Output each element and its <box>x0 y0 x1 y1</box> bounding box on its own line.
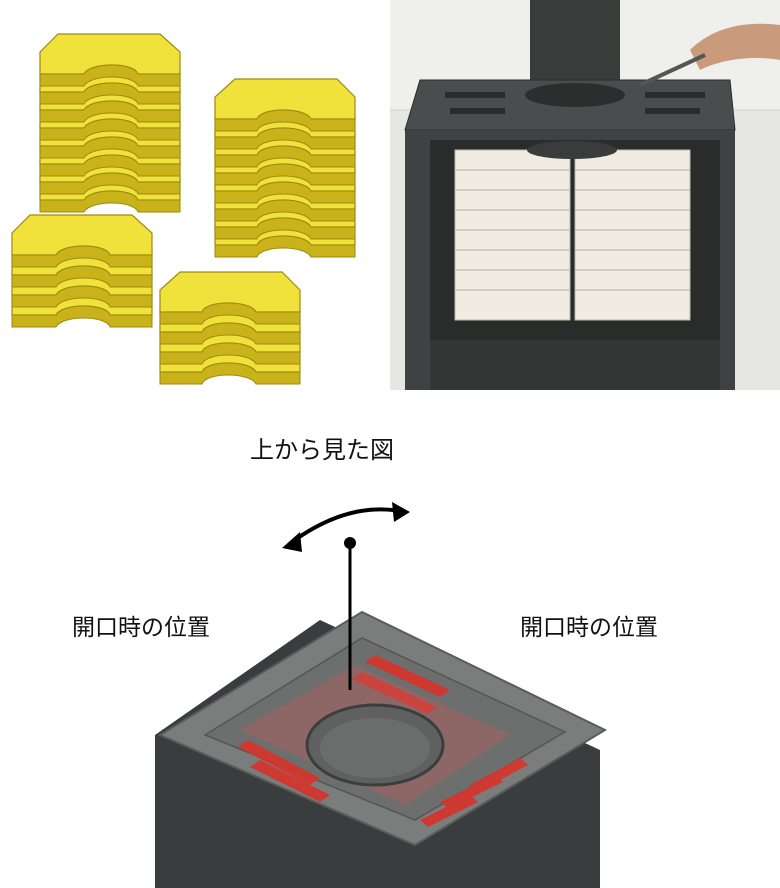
top-view-label: 上から見た図 <box>250 436 394 464</box>
top-view-diagram: 上から見た図 開口時の位置 開口時の位置 <box>0 390 780 888</box>
stove-photo-svg <box>390 0 780 390</box>
brick-stack-2 <box>214 78 356 258</box>
firebrick-stacks-illustration <box>0 0 390 390</box>
stove-photo <box>390 0 780 390</box>
brick-stack-3 <box>11 214 153 328</box>
hand-with-tool <box>639 23 780 87</box>
open-position-label-right: 開口時の位置 <box>520 615 658 641</box>
pivot-knob <box>344 537 356 549</box>
installed-firebricks <box>454 141 691 321</box>
stove-top-diagram-svg <box>155 502 608 888</box>
firebrick-stacks-svg <box>11 33 356 385</box>
open-position-label-left: 開口時の位置 <box>72 615 210 641</box>
brick-stack-1 <box>39 33 181 213</box>
rotation-arrow <box>290 507 406 544</box>
brick-stack-4 <box>159 271 301 385</box>
red-highlight-slots <box>238 655 528 827</box>
